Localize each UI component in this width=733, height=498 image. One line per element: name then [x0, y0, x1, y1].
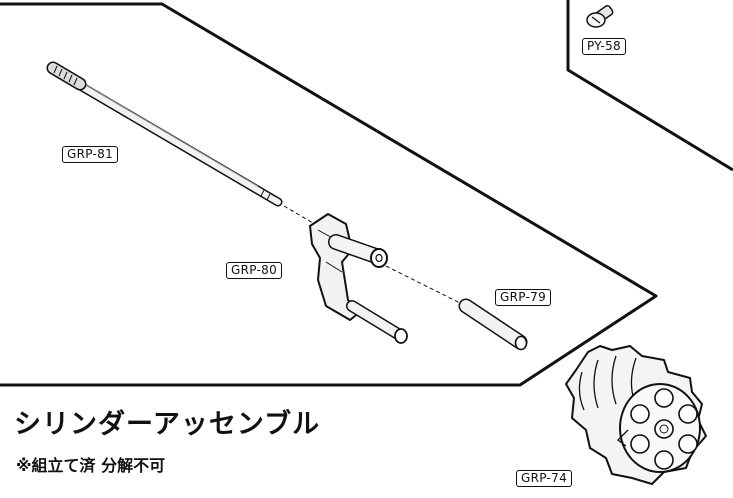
cylinder-part: [565, 345, 707, 485]
assembly-title: シリンダーアッセンブル: [14, 409, 321, 440]
part-label-grp-74: GRP-74: [516, 470, 573, 487]
assembly-outline: [0, 2, 658, 387]
yoke-part: [309, 213, 408, 344]
part-label-grp-81: GRP-81: [62, 146, 119, 163]
assembly-note: ※組立て済 分解不可: [16, 456, 166, 475]
part-label-grp-80: GRP-80: [226, 262, 283, 279]
upper-section-outline: [566, 0, 733, 172]
screw-part: [586, 5, 614, 28]
assembly-line: [385, 265, 467, 307]
part-label-py-58: PY-58: [582, 38, 626, 55]
ejector-rod-part: [46, 61, 283, 207]
pin-part: [458, 298, 528, 351]
part-label-grp-79: GRP-79: [495, 289, 552, 306]
